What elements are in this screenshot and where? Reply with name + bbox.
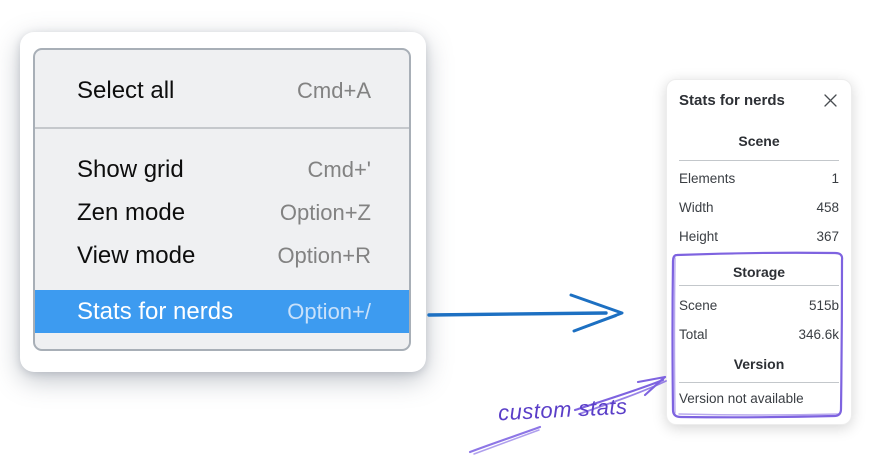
- stat-label: Scene: [679, 298, 718, 313]
- section-heading-scene: Scene: [738, 133, 780, 149]
- annotation-custom-stats-label: custom stats: [497, 393, 629, 426]
- menu-item-shortcut: Option+/: [287, 298, 371, 324]
- divider: [679, 382, 839, 383]
- stat-row-height: Height 367: [679, 222, 839, 251]
- stat-value: 346.6k: [798, 327, 839, 342]
- stat-row-total-storage: Total 346.6k: [679, 320, 839, 349]
- menu-item-zen-mode[interactable]: Zen mode Option+Z: [35, 191, 409, 234]
- section-heading-version: Version: [733, 356, 785, 372]
- menu-item-view-mode[interactable]: View mode Option+R: [35, 234, 409, 277]
- stat-label: Total: [679, 327, 708, 342]
- menu-item-shortcut: Cmd+': [307, 156, 372, 182]
- stat-row-scene-storage: Scene 515b: [679, 291, 839, 320]
- stat-label: Height: [679, 229, 719, 244]
- menu-item-label: Stats for nerds: [77, 297, 234, 325]
- version-note: Version not available: [679, 391, 804, 406]
- stats-panel-title: Stats for nerds: [679, 91, 785, 109]
- stat-value: 515b: [808, 298, 839, 313]
- menu-item-show-grid[interactable]: Show grid Cmd+': [35, 148, 409, 191]
- context-menu-card: Select all Cmd+A Show grid Cmd+' Zen mod…: [20, 32, 426, 372]
- menu-item-select-all[interactable]: Select all Cmd+A: [35, 69, 409, 112]
- stat-label: Elements: [679, 171, 736, 186]
- context-menu: Select all Cmd+A Show grid Cmd+' Zen mod…: [33, 48, 411, 351]
- menu-item-label: Zen mode: [77, 198, 186, 226]
- stats-panel: Stats for nerds Scene Elements 1 Width 4…: [666, 79, 852, 425]
- menu-item-label: View mode: [77, 241, 196, 269]
- purple-underline-stroke: [468, 425, 542, 455]
- stat-value: 458: [816, 200, 839, 215]
- stat-value: 1: [831, 171, 839, 186]
- menu-item-label: Select all: [77, 76, 175, 104]
- menu-item-stats-for-nerds[interactable]: Stats for nerds Option+/: [35, 290, 409, 333]
- stat-value: 367: [816, 229, 839, 244]
- stats-panel-header: Stats for nerds: [679, 80, 839, 109]
- menu-item-shortcut: Option+Z: [279, 199, 371, 225]
- stat-row-width: Width 458: [679, 193, 839, 222]
- stat-label: Width: [679, 200, 714, 215]
- menu-item-shortcut: Option+R: [277, 242, 371, 268]
- menu-item-shortcut: Cmd+A: [297, 77, 371, 103]
- divider: [679, 285, 839, 286]
- close-icon[interactable]: [821, 91, 839, 109]
- menu-item-label: Show grid: [77, 155, 184, 183]
- divider: [679, 160, 839, 161]
- stat-row-elements: Elements 1: [679, 164, 839, 193]
- blue-arrow: [427, 293, 624, 333]
- menu-separator: [35, 127, 409, 129]
- section-heading-storage: Storage: [732, 264, 786, 280]
